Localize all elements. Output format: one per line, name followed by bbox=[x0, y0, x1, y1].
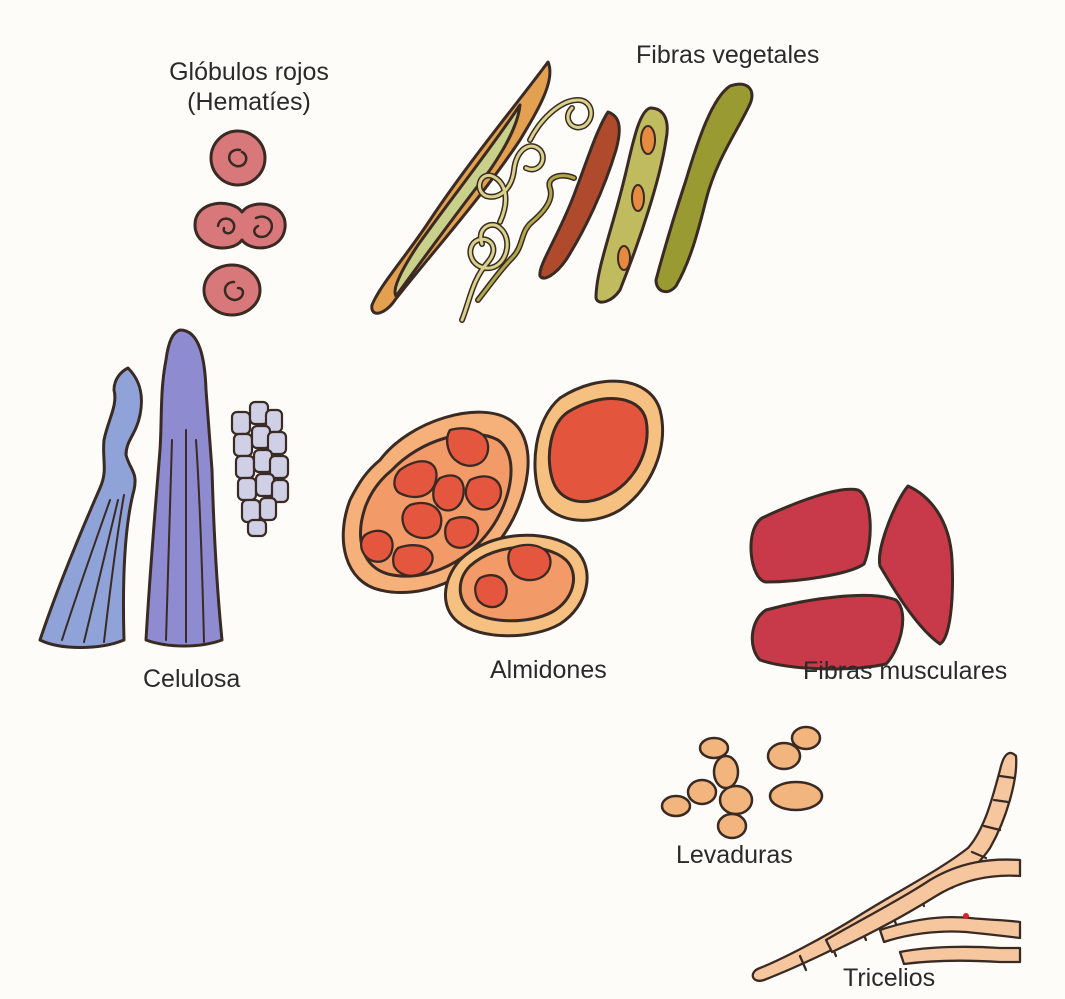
plant-fibers bbox=[372, 62, 752, 320]
label-almidones: Almidones bbox=[490, 655, 607, 685]
red-blood-cells bbox=[195, 131, 285, 315]
muscle-fiber bbox=[751, 489, 870, 582]
yeast-cell bbox=[714, 756, 738, 788]
label-globulos-rojos: Glóbulos rojos (Hematíes) bbox=[154, 57, 344, 117]
cellulose-cell-cluster bbox=[232, 402, 288, 536]
yeast-cell bbox=[720, 786, 752, 814]
hypha-branch bbox=[880, 917, 1020, 942]
cellulose-fiber-narrow bbox=[40, 368, 142, 648]
starch-granules bbox=[343, 381, 662, 636]
cellulose-fibers bbox=[40, 330, 288, 648]
yeast-cell bbox=[662, 796, 690, 816]
label-levaduras: Levaduras bbox=[676, 840, 793, 870]
plant-fiber-olive bbox=[656, 84, 752, 291]
yeast-cell bbox=[770, 782, 822, 810]
yeast-cell bbox=[768, 743, 800, 769]
label-globulos-line2: (Hematíes) bbox=[154, 87, 344, 117]
label-globulos-line1: Glóbulos rojos bbox=[154, 57, 344, 87]
red-blood-cell bbox=[211, 131, 265, 185]
label-celulosa: Celulosa bbox=[143, 664, 240, 694]
yeast-cells bbox=[662, 727, 822, 838]
yeast-cell bbox=[792, 727, 820, 749]
cellulose-fiber-wide bbox=[146, 330, 222, 646]
muscle-fibers bbox=[751, 486, 953, 669]
yeast-cell bbox=[718, 814, 746, 838]
red-dot bbox=[963, 913, 969, 919]
hypha-branch bbox=[900, 947, 1020, 964]
yeast-cell bbox=[688, 780, 716, 804]
red-blood-cell bbox=[204, 265, 260, 315]
label-fibras-musculares: Fibras musculares bbox=[803, 656, 1007, 686]
label-fibras-vegetales: Fibras vegetales bbox=[636, 40, 819, 70]
label-tricelios: Tricelios bbox=[843, 963, 935, 993]
